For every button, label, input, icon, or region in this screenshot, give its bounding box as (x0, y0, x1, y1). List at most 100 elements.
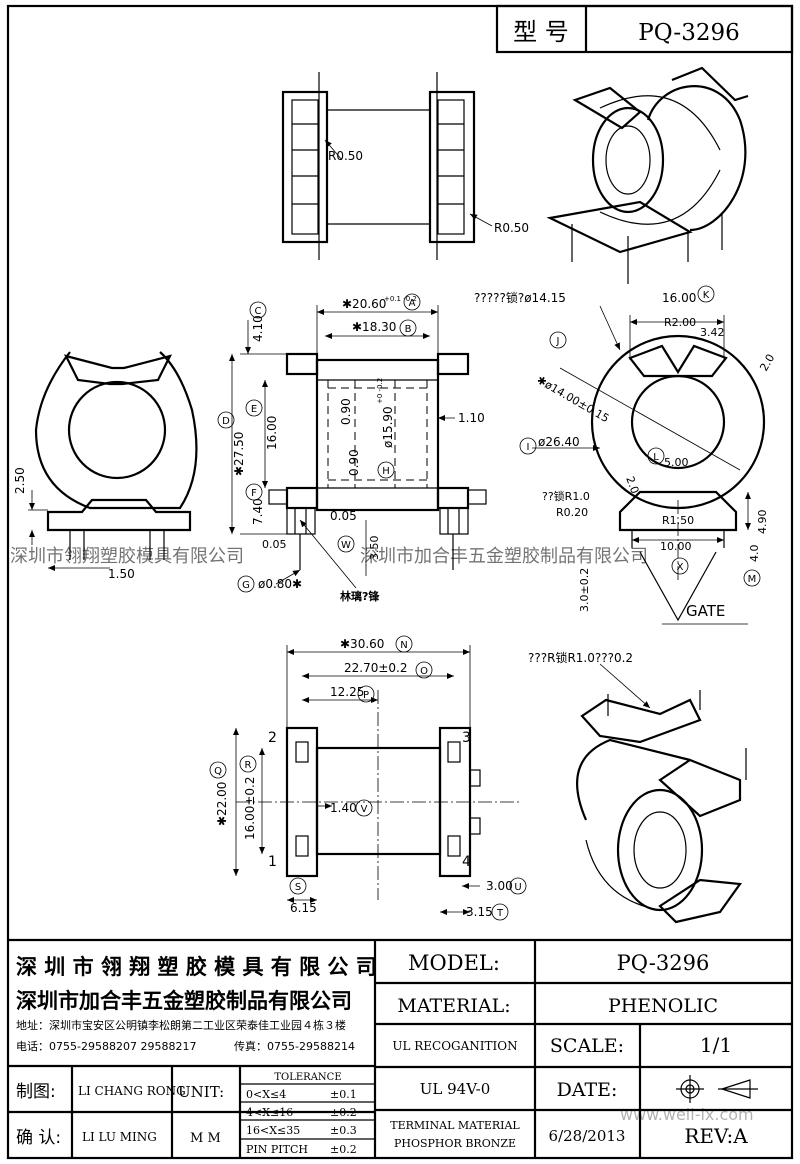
dim-v: 1.40 (330, 801, 357, 815)
svg-text:B: B (405, 324, 412, 335)
pin-4: 4 (462, 854, 471, 870)
dim-150-left: 1.50 (108, 567, 135, 581)
marker-x: X (671, 557, 689, 575)
dim-20a: 2.0 (757, 352, 777, 374)
dim-a: ✱20.60 (342, 297, 386, 311)
marker-o: O (415, 661, 433, 679)
marker-h: H (377, 461, 395, 479)
top-view: R0.50 R0.50 (281, 72, 529, 260)
svg-text:D: D (222, 416, 230, 427)
svg-text:R: R (245, 760, 252, 771)
svg-text:V: V (361, 804, 368, 815)
svg-text:A: A (409, 298, 416, 309)
dim-250: 2.50 (13, 467, 27, 494)
svg-text:M: M (748, 574, 757, 585)
drawn-by: LI CHANG RONG (78, 1084, 186, 1098)
tol-val-3: ±0.3 (330, 1124, 357, 1137)
svg-text:W: W (341, 540, 351, 551)
marker-f: F (245, 483, 263, 501)
dim-110: 1.10 (458, 411, 485, 425)
unit-value: M M (190, 1131, 221, 1146)
model-top-value: PQ-3296 (638, 20, 739, 46)
dim-g: ø0.80✱ (258, 577, 302, 591)
dim-j: ✱ø14.00±0.15 (535, 373, 612, 425)
tol-val-2: ±0.2 (330, 1106, 357, 1119)
model-cn-label: 型 号 (513, 18, 569, 46)
dim-i: ø26.40 (538, 435, 580, 449)
dim-u: 3.00 (486, 879, 513, 893)
dim-phi1415: ?????锁?ø14.15 (474, 290, 566, 305)
dim-o: 22.70±0.2 (344, 661, 408, 675)
svg-text:H: H (382, 466, 390, 477)
material-label: MATERIAL: (397, 995, 510, 1017)
svg-text:F: F (251, 488, 257, 499)
company-name-2: 深圳市加合丰五金塑胶制品有限公司 (16, 989, 352, 1013)
svg-text:X: X (677, 562, 684, 573)
end-view-right: 16.00 ?????锁?ø14.15 R2.00 3.42 ✱ø14.00±0… (474, 290, 777, 625)
dim-h: ø15.90 (381, 406, 395, 448)
tol-range-2: 4<X≤16 (246, 1106, 293, 1119)
marker-s: S (289, 877, 307, 895)
dim-r10: ??锁R1.0 (542, 489, 590, 503)
scale-label: SCALE: (550, 1035, 624, 1057)
dim-1000: 10.00 (660, 540, 692, 553)
svg-text:C: C (255, 306, 262, 317)
svg-text:K: K (703, 290, 710, 301)
dim-r200: R2.00 (664, 316, 696, 329)
dim-490: 4.90 (756, 510, 769, 535)
front-view: ✱20.60 +0.1 -0.2 ✱18.30 4.10 ✱27.50 16.0… (229, 295, 487, 603)
model-label: MODEL: (408, 951, 500, 975)
dim-090a: 0.90 (339, 398, 353, 425)
scale-value: 1/1 (700, 1033, 732, 1057)
marker-u: U (509, 877, 527, 895)
svg-text:O: O (420, 666, 428, 677)
svg-text:S: S (295, 882, 301, 893)
dim-005-b: 0.05 (262, 538, 287, 551)
footer-title-block: 深 圳 市 翎 翔 塑 胶 模 具 有 限 公 司 深圳市加合丰五金塑胶制品有限… (8, 938, 792, 1158)
dim-r150: R1.50 (662, 514, 694, 527)
marker-e: E (245, 399, 263, 417)
svg-text:L: L (653, 452, 659, 463)
end-view-left: 2.50 1.50 (13, 351, 198, 581)
tol-range-4: PIN PITCH (246, 1143, 308, 1156)
dim-s: 6.15 (290, 901, 317, 915)
dim-q: ✱22.00 (215, 782, 229, 826)
dim-t: 3.15 (466, 905, 493, 919)
tol-val-4: ±0.2 (330, 1143, 357, 1156)
marker-v: V (355, 799, 373, 817)
svg-text:P: P (363, 690, 369, 701)
svg-text:J: J (556, 336, 560, 347)
drawn-label: 制图: (16, 1082, 56, 1102)
svg-text:N: N (400, 640, 407, 651)
marker-l: L (647, 447, 665, 465)
r050-top-label: R0.50 (328, 149, 363, 163)
svg-text:T: T (496, 908, 504, 919)
svg-text:E: E (251, 404, 257, 415)
bottom-view: ✱30.60 22.70±0.2 12.25 ✱22.00 16.00±0.2 … (215, 637, 520, 919)
watermark-company-2: 深圳市加合丰五金塑胶制品有限公司 (360, 546, 648, 567)
pin-note: 林璃?锋 (340, 589, 380, 603)
marker-a: A (403, 293, 421, 311)
dim-d: ✱27.50 (232, 432, 246, 476)
marker-g: G (237, 575, 255, 593)
company-fax: 传真：0755-29588214 (234, 1039, 355, 1053)
model-value: PQ-3296 (617, 951, 710, 975)
check-label: 确 认: (16, 1128, 61, 1148)
pin-3: 3 (462, 730, 471, 746)
circled-markers: A B C D E F G H I J K L M N O P Q R S T … (209, 285, 761, 921)
iso-view-top (546, 66, 749, 284)
terminal-line-2: PHOSPHOR BRONZE (394, 1137, 516, 1150)
marker-j: J (549, 331, 567, 349)
iso-view-bottom: ???R锁R1.0???0.2 (528, 650, 747, 924)
marker-i: I (519, 437, 537, 455)
gate-label: GATE (686, 602, 725, 620)
dim-n: ✱30.60 (340, 637, 384, 651)
material-value: PHENOLIC (608, 995, 718, 1017)
dim-h-tol: +0 -0.2 (376, 378, 384, 404)
watermark-company-1: 深圳市翎翔塑胶模具有限公司 (10, 546, 244, 567)
dim-40: 4.0 (748, 545, 761, 563)
dim-f: 7.40 (251, 498, 265, 525)
company-address: 地址：深圳市宝安区公明镇李松朗第二工业区荣泰佳工业园４栋３楼 (16, 1018, 346, 1032)
marker-d: D (217, 411, 235, 429)
